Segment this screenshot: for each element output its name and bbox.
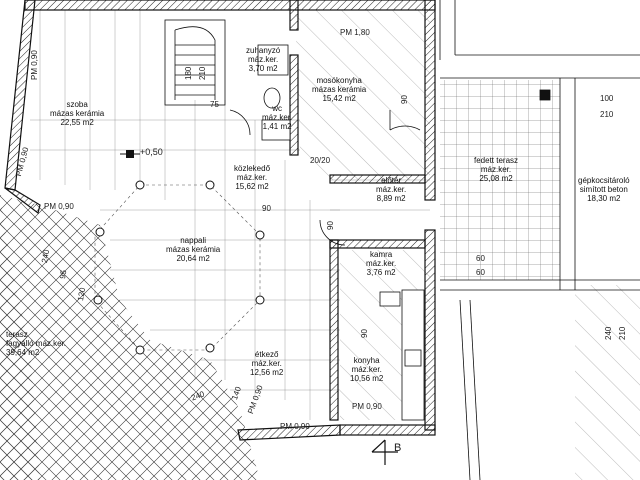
room-label-szoba: szoba mázas kerámia 22,55 m2 — [50, 100, 104, 127]
room-floor: máz.ker. — [236, 173, 268, 182]
room-area: 15,62 m2 — [235, 182, 269, 191]
room-area: 8,89 m2 — [376, 194, 406, 203]
dim-pm090-top: PM 0,90 — [30, 50, 39, 80]
room-area: 22,55 m2 — [60, 118, 94, 127]
tile-lines — [30, 10, 430, 420]
dim-pm180: PM 1,80 — [340, 28, 370, 37]
room-label-nappali: nappali mázas kerámia 20,64 m2 — [166, 236, 220, 263]
room-label-gepkocsitarolo: gépkocsitároló simított beton 18,30 m2 — [578, 176, 630, 203]
room-label-zuhanyzo: zuhanyzó máz.ker. 3,70 m2 — [246, 46, 280, 73]
dim-90-b: 90 — [360, 329, 369, 338]
room-area: 12,56 m2 — [250, 368, 284, 377]
level-marker — [120, 150, 140, 158]
room-name: nappali — [180, 236, 207, 245]
dim-75: 75 — [210, 100, 219, 109]
room-floor: mázas kerámia — [50, 109, 105, 118]
room-floor: fagyálló máz.ker. — [6, 339, 67, 348]
room-area: 10,56 m2 — [350, 374, 384, 383]
room-name: zuhanyzó — [246, 46, 281, 55]
dim-210-garage: 210 — [618, 326, 627, 340]
room-name: kamra — [370, 250, 393, 259]
dim-60-a: 60 — [476, 254, 485, 263]
dim-240: 240 — [604, 326, 613, 340]
covered-terrace-grid — [440, 80, 560, 280]
dim-20-20: 20/20 — [310, 156, 331, 165]
room-floor: simított beton — [579, 185, 628, 194]
room-area: 3,70 m2 — [248, 64, 278, 73]
exterior-lines — [439, 0, 640, 480]
room-floor: máz.ker. — [376, 185, 407, 194]
room-label-kozlekedo: közlekedő máz.ker. 15,62 m2 — [234, 164, 270, 191]
room-floor: máz.ker. — [248, 55, 279, 64]
room-name: gépkocsitároló — [578, 176, 630, 185]
dim-90-c: 90 — [400, 95, 409, 104]
bath-fixtures — [257, 44, 291, 141]
dim-210-terrace: 210 — [600, 110, 614, 119]
room-name: közlekedő — [234, 164, 271, 173]
room-label-fedett-terasz: fedett terasz máz.ker. 25,08 m2 — [474, 156, 518, 183]
dim-90-d: 90 — [326, 221, 335, 230]
dim-180: 180 — [184, 66, 193, 80]
room-label-etkezo: étkező máz.ker. 12,56 m2 — [250, 350, 283, 377]
dim-pm090-bottom: PM 0,90 — [280, 422, 310, 431]
room-label-wc: wc máz.ker. 1,41 m2 — [262, 104, 292, 131]
walls — [4, 0, 436, 441]
garage-ramp-hatch — [575, 285, 640, 480]
level-label: +0,50 — [140, 147, 163, 157]
dim-210: 210 — [198, 66, 207, 80]
staircase — [164, 19, 226, 106]
room-area: 39,64 m2 — [6, 348, 40, 357]
dim-100: 100 — [600, 94, 614, 103]
room-name: terasz — [6, 330, 28, 339]
room-area: 25,08 m2 — [479, 174, 513, 183]
terrace-hatch — [0, 195, 260, 480]
room-area: 3,76 m2 — [366, 268, 396, 277]
room-area: 20,64 m2 — [176, 254, 210, 263]
laundry-tiling — [295, 10, 430, 180]
room-name: mosókonyha — [316, 76, 362, 85]
room-name: wc — [272, 104, 282, 113]
dim-pm090-terrace: PM 0,90 — [44, 202, 74, 211]
room-floor: mázas kerámia — [312, 85, 367, 94]
room-area: 1,41 m2 — [262, 122, 292, 131]
dim-60-b: 60 — [476, 268, 485, 277]
room-name: étkező — [254, 350, 279, 359]
room-name: fedett terasz — [474, 156, 519, 165]
room-name: konyha — [353, 356, 380, 365]
room-name: szoba — [66, 100, 88, 109]
room-label-konyha: konyha máz.ker. 10,56 m2 — [350, 356, 383, 383]
room-label-kamra: kamra máz.ker. 3,76 m2 — [366, 250, 396, 277]
dim-95: 95 — [58, 269, 69, 280]
room-area: 15,42 m2 — [322, 94, 356, 103]
dim-90: 90 — [262, 204, 271, 213]
room-label-terasz: terasz fagyálló máz.ker. 39,64 m2 — [6, 330, 66, 357]
room-floor: mázas kerámia — [166, 245, 221, 254]
room-floor: máz.ker. — [262, 113, 293, 122]
room-floor: máz.ker. — [251, 359, 282, 368]
room-floor: máz.ker. — [351, 365, 382, 374]
room-area: 18,30 m2 — [587, 194, 621, 203]
room-name: előtér — [381, 176, 402, 185]
room-floor: máz.ker. — [366, 259, 397, 268]
room-floor: máz.ker. — [480, 165, 512, 174]
columns — [93, 180, 265, 355]
dim-pm090-kitchen: PM 0,90 — [352, 402, 382, 411]
doors — [229, 109, 421, 246]
room-label-eloter: előtér máz.ker. 8,89 m2 — [376, 176, 406, 203]
section-marker-label: B — [394, 442, 402, 454]
section-marker-shape — [371, 439, 398, 465]
room-label-mosokonyha: mosókonyha mázas kerámia 15,42 m2 — [312, 76, 366, 103]
kitchen-counter — [379, 289, 425, 421]
